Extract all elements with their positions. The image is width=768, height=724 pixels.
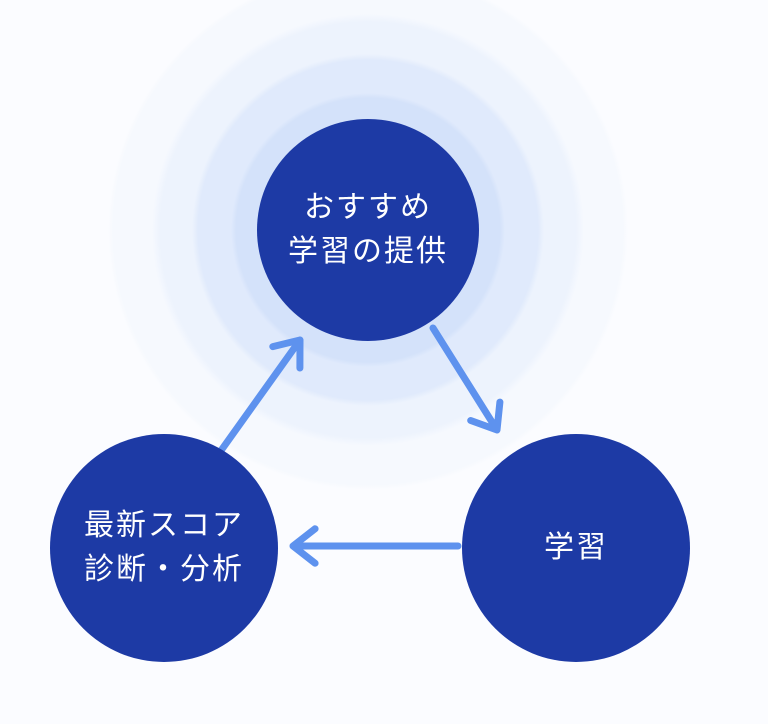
node-recommend-line1: おすすめ: [304, 191, 432, 224]
node-recommend: おすすめ 学習の提供: [257, 119, 479, 341]
node-learning-line1: 学習: [544, 531, 608, 564]
node-score-line1: 最新スコア: [84, 509, 244, 542]
node-score-line2: 診断・分析: [84, 553, 244, 586]
arrow-learning-to-score: [289, 525, 462, 567]
node-score: 最新スコア 診断・分析: [50, 434, 278, 662]
node-recommend-line2: 学習の提供: [288, 235, 448, 268]
node-learning: 学習: [462, 434, 690, 662]
